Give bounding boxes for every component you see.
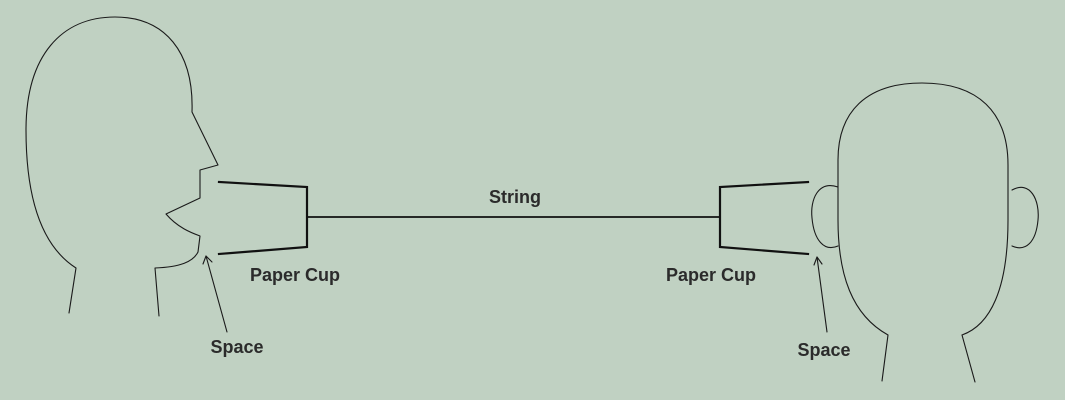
- listener-head-outline: [837, 82, 1009, 336]
- listener-neck-right: [961, 334, 976, 383]
- space-arrow-right-head: [813, 256, 823, 266]
- space-arrow-left: [202, 255, 228, 333]
- paper-cup-left-label: Paper Cup: [250, 265, 340, 285]
- space-right-label: Space: [797, 340, 850, 360]
- space-arrow-left-shaft: [205, 255, 228, 333]
- listener-ear-right: [1011, 187, 1039, 249]
- space-arrow-right-shaft: [816, 256, 828, 333]
- speaker-head-outline: [25, 16, 219, 317]
- string-label: String: [489, 187, 541, 207]
- listener-neck-left: [881, 334, 889, 382]
- space-arrow-right: [813, 256, 828, 333]
- paper-cup-left: [217, 180, 309, 256]
- paper-cup-right-label: Paper Cup: [666, 265, 756, 285]
- listener-head: [811, 82, 1039, 383]
- speaker-head: [25, 16, 219, 317]
- paper-cup-right: [718, 180, 810, 256]
- space-left-label: Space: [210, 337, 263, 357]
- space-arrow-left-head: [202, 255, 213, 265]
- listener-ear-left: [811, 185, 839, 248]
- paper-cup-right-outline: [718, 180, 810, 256]
- paper-cup-left-outline: [217, 180, 309, 256]
